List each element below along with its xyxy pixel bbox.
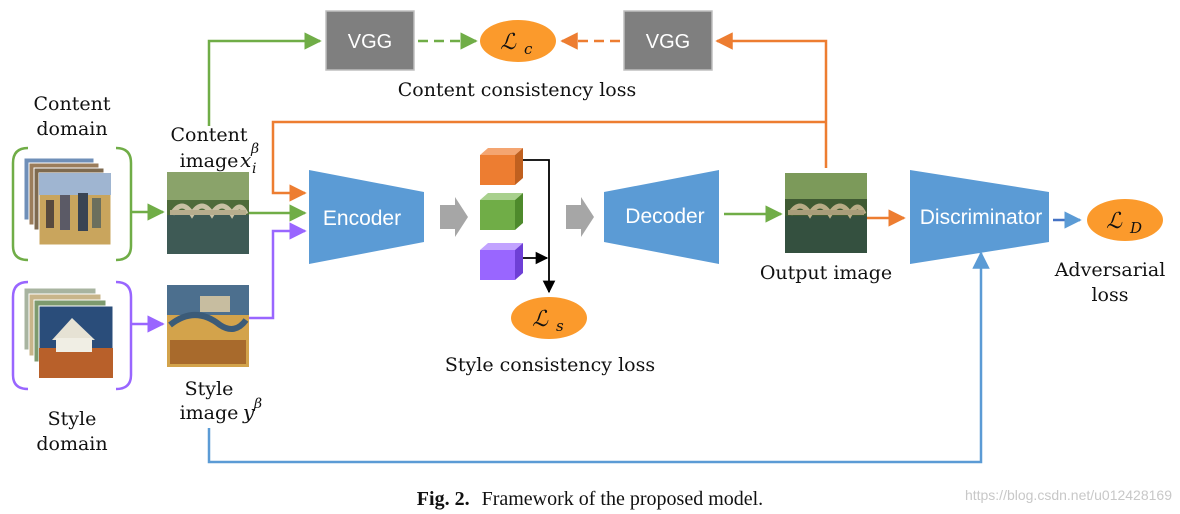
content-to-vgg-arrow [207,32,322,126]
vgg-right-label: VGG [646,31,690,53]
content-loss-node [480,20,556,62]
adversarial-loss-symbol: ℒ [1106,209,1123,234]
content-image-symbol: x [240,148,251,172]
content-domain-bracket [11,146,133,262]
style-domain-image-stack [23,287,114,379]
figure-caption-text: Framework of the proposed model. [482,488,764,510]
output-image [785,173,867,253]
style-loss-node [511,297,587,339]
adversarial-loss-label-line2: loss [1091,284,1128,306]
decoder-block [604,170,719,264]
vgg-left-label: VGG [348,31,392,53]
adversarial-loss-node [1087,199,1163,241]
content-image-label-line1: Content [171,124,248,146]
decoder-label: Decoder [625,205,704,228]
output-to-vgg-arrow [715,32,828,168]
style-domain-label-line1: Style [48,408,97,430]
content-image-superscript: β [250,141,259,157]
vgg-left-box [325,10,415,71]
style-domain-label-line2: domain [36,433,107,455]
content-consistency-loss-label: Content consistency loss [398,79,636,101]
encoder-block [309,170,424,264]
content-loss-symbol: ℒ [500,30,517,55]
style-to-discriminator-arrow [207,251,990,464]
content-loss-subscript: c [524,40,533,58]
figure-caption: Fig. 2. Framework of the proposed model. [417,488,763,510]
encoder-to-features-arrow [440,197,468,237]
style-loss-subscript: s [556,317,564,335]
output-image-label: Output image [760,262,892,284]
vgg-right-box [623,10,713,71]
adversarial-loss-label-line1: Adversarial [1054,259,1166,281]
feature-cube-orange [480,148,523,185]
discriminator-block [910,170,1049,264]
content-image-subscript: i [252,161,256,177]
feature-cube-purple [480,243,523,280]
adversarial-loss-subscript: D [1129,219,1142,237]
discriminator-label: Discriminator [920,206,1043,229]
watermark: https://blog.csdn.net/u012428169 [965,487,1172,503]
style-image-label-line2: image [180,402,239,424]
encoder-label: Encoder [323,207,401,230]
style-to-encoder-arrow [249,222,307,320]
style-image-label-line1: Style [185,378,234,400]
content-domain-image-stack [23,157,112,246]
content-image [167,172,249,254]
style-consistency-loss-label: Style consistency loss [445,354,655,376]
style-image-superscript: β [253,396,262,412]
style-domain-bracket [11,280,133,391]
content-domain-label-line2: domain [36,118,107,140]
content-domain-label-line1: Content [34,93,111,115]
output-feedback-to-encoder-arrow [271,120,826,202]
content-image-label-line2: image [180,150,239,172]
features-to-decoder-arrow [566,197,594,237]
style-image-symbol: y [242,400,255,424]
features-to-ls-arrow [523,159,556,294]
style-image [167,285,249,367]
figure-number: Fig. 2. [417,488,470,510]
style-loss-symbol: ℒ [532,307,549,332]
feature-cube-green [480,193,523,230]
